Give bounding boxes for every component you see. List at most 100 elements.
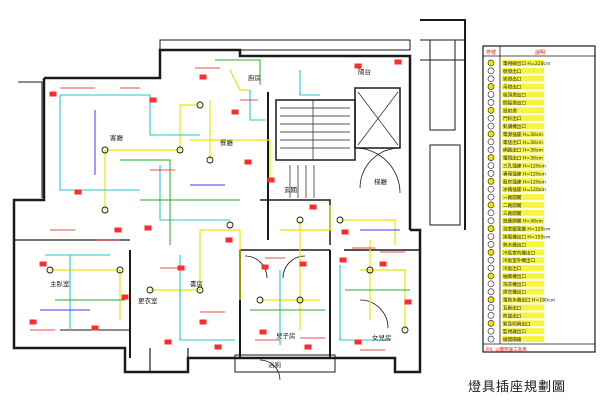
room-lobby: 梯廳 [374,177,388,186]
legend-highlight [502,60,544,66]
legend-highlight [502,91,544,98]
room-living: 客廳 [110,133,124,142]
legend-item-label: 網路出口 H=30cm [503,147,544,154]
legend-highlight [502,249,544,256]
legend-item-label: 感應開關 H=30cm [503,218,544,225]
legend-item-label: 洗衣機出口 [503,281,526,288]
room-labels: 廚房 陽台 客廳 餐廳 玄關 梯廳 主臥室 更衣室 書房 兒子房 女兒房 浴廁 [50,67,392,369]
legend-highlight [502,273,544,279]
legend-symbol-icon [487,335,495,343]
legend-symbol-icon [487,146,495,154]
legend-highlight [502,304,544,311]
room-daughter: 女兒房 [372,333,392,342]
legend-highlight [502,233,544,240]
legend-item-label: 三路開關 [503,210,522,217]
legend-item-label: 一路開關 [503,194,522,201]
legend-item-label: 冰箱插座 H=120cm [503,186,546,193]
legend-symbol-icon [487,225,495,232]
legend-item-label: 專用插座 H=120cm [503,170,546,177]
legend-symbol-icon [487,162,495,169]
legend-symbol-icon [487,217,495,225]
legend-item-label: 電視線出口 H=220cm [503,60,551,67]
legend-item-label: 熱水器出口 [503,241,526,248]
legend-item-label: 冷氣室外機出口 [503,257,536,264]
legend-highlight [502,241,544,248]
legend-symbol-icon [487,272,495,280]
legend-item-label: 廚房插座 H=120cm [503,178,546,185]
legend-highlight [502,328,544,335]
legend-item-label: 電源插座 H=30cm [503,131,544,138]
light-fixtures [46,101,409,334]
legend-item-label: 抽風機出口 [503,273,526,280]
legend-symbol-icon [487,185,495,193]
legend-item-label: 吊燈出口 [503,84,522,91]
legend-symbol-icon [487,296,495,303]
legend-highlight [502,170,544,177]
legend-highlight [502,194,544,200]
legend-highlight [502,154,544,161]
legend-symbol-icon [487,264,495,272]
legend-highlight [502,75,544,82]
room-balcony: 陽台 [358,67,371,76]
legend-symbol-icon [487,75,495,83]
lighting-wiring [50,69,406,330]
legend-symbol-icon [487,177,495,185]
legend-symbol-icon [487,106,495,114]
legend-item-label: 總開關箱 [503,336,522,343]
legend-highlight [502,265,544,271]
legend-item-label: 吸頂燈出口 [503,91,526,98]
legend-highlight [502,257,544,264]
legend-symbol-icon [487,130,495,138]
legend-highlight [502,162,544,169]
door-swings [244,147,401,381]
legend-highlight [502,320,544,327]
legend-highlight [502,186,544,193]
legend-symbol-icon [487,288,495,296]
legend-symbol-icon [487,304,495,311]
drawing-title: 燈具插座規劃圖 [468,380,567,395]
room-entry: 玄關 [284,185,297,194]
legend-symbol-icon [487,114,495,122]
switch-wiring [45,70,390,345]
legend-item-label: 烘衣機出口 [503,289,526,296]
legend-item-label: 崁燈出口 [503,76,522,83]
legend-highlight [502,202,544,208]
legend-symbol-icon [487,91,495,98]
legend-highlight [502,296,544,303]
room-dressing: 更衣室 [138,296,158,305]
data-wiring [40,110,400,311]
legend-symbol-icon [487,193,495,201]
legend-symbol-icon [487,201,495,209]
legend-highlight [502,115,544,122]
room-kitchen: 廚房 [248,73,261,82]
legend-symbol-icon [487,248,495,256]
legend-highlight [502,99,544,106]
legend-header-desc: 說明 [535,49,545,56]
legend-symbol-icon [487,233,495,240]
legend-symbol-icon [487,59,495,67]
legend-footnote: P.S. 以實際施工為準 [486,346,527,353]
legend-item-label: 門鈴出口 [503,115,522,122]
legend-item-label: 壁燈出口 [503,68,522,75]
legend-item-label: 浴室暖風機 H=120cm [503,226,551,233]
walls [12,19,466,374]
legend-symbol-icon [487,241,495,248]
legend-symbol-icon [487,256,495,264]
legend-item-label: 冷氣出口 [503,265,522,272]
legend-item-label: 瓦斯出口 [503,304,522,311]
legend-highlight [502,146,544,153]
legend-item-label: 電視出口 H=30cm [503,155,544,162]
legend-highlight [502,312,544,319]
legend-item-label: 電熱水器出口 H=180cm [503,297,556,304]
room-kids: 兒子房 [276,331,296,340]
legend-highlight [502,67,544,74]
legend-highlight [502,178,544,185]
legend-highlight [502,131,544,137]
legend-symbol-icon [487,138,495,146]
legend-highlight [502,280,544,287]
legend-symbol-icon [487,312,495,319]
legend-highlight [502,225,544,232]
legend-symbol-icon [487,170,495,177]
legend-rows: 電視線出口 H=220cm壁燈出口崁燈出口吊燈出口吸頂燈出口間接燈出口投射燈門鈴… [487,59,556,343]
